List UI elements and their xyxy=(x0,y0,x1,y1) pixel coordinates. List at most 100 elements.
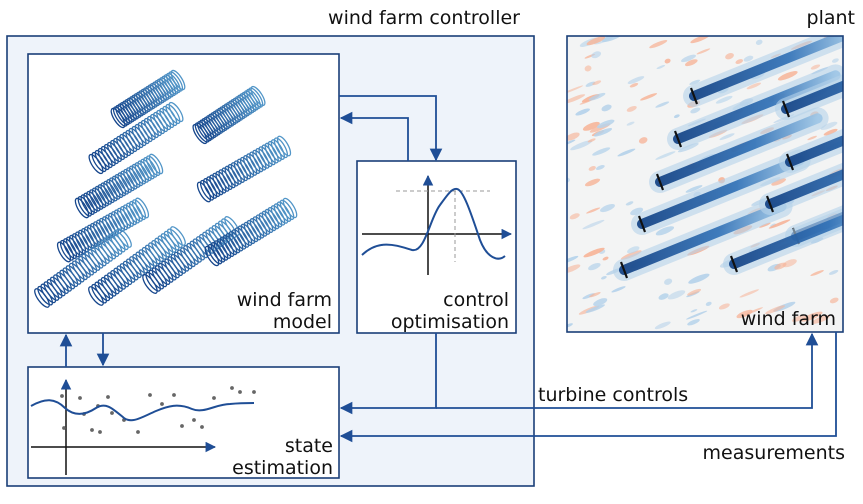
flow-speck xyxy=(602,256,609,261)
wake-coil xyxy=(110,69,186,129)
flow-speck xyxy=(567,132,580,141)
flow-speck xyxy=(567,323,573,329)
turbine xyxy=(723,208,843,275)
flow-speck xyxy=(627,246,640,254)
turbine xyxy=(631,149,811,235)
flow-speck xyxy=(583,247,605,258)
flow-speck xyxy=(725,53,734,60)
flow-speck xyxy=(686,310,708,320)
measurement-point xyxy=(110,411,114,415)
measurement-point xyxy=(106,395,110,399)
flow-speck xyxy=(596,119,615,129)
flow-speck xyxy=(685,59,698,67)
measurement-point xyxy=(180,424,184,428)
turbine-rotor xyxy=(655,173,665,191)
state-estimation-block: state estimation xyxy=(27,366,340,479)
flow-speck xyxy=(739,289,759,298)
flow-speck xyxy=(743,55,754,62)
vortex-wake-models xyxy=(34,69,298,308)
flow-speck xyxy=(654,321,671,330)
flow-speck xyxy=(600,204,615,213)
optimisation-label-line2: optimisation xyxy=(391,311,509,333)
flow-speck xyxy=(582,121,600,131)
flow-speck xyxy=(685,185,703,193)
turbine-rotor xyxy=(689,87,699,105)
optimisation-box xyxy=(356,160,517,334)
signal-arrows xyxy=(59,95,837,443)
flow-speck xyxy=(801,311,823,322)
optimisation-plot xyxy=(361,174,513,275)
flow-speck xyxy=(759,222,771,228)
flow-speck xyxy=(588,92,606,101)
flow-speck xyxy=(690,107,701,114)
measurement-point xyxy=(160,402,164,406)
flow-speck xyxy=(567,139,576,146)
flow-speck xyxy=(687,288,702,296)
turbine-rotor xyxy=(619,261,629,279)
flow-speck xyxy=(592,80,602,86)
estimation-label-line2: estimation xyxy=(232,457,333,479)
estimation-box xyxy=(27,366,340,479)
flow-speck xyxy=(811,315,830,324)
flow-speck xyxy=(588,165,596,171)
turbine xyxy=(613,195,793,281)
flow-speck xyxy=(677,143,699,153)
flow-speck xyxy=(567,85,584,95)
flow-speck xyxy=(664,58,671,64)
measurements-arrow xyxy=(339,332,837,443)
flow-speck xyxy=(587,138,596,143)
flow-speck xyxy=(658,293,669,300)
flow-speck xyxy=(655,151,676,160)
flow-speck xyxy=(592,147,611,156)
turbine-rotor xyxy=(781,100,791,118)
flow-speck xyxy=(638,137,648,144)
measurements-label: measurements xyxy=(703,442,845,464)
flow-speck xyxy=(584,65,592,72)
flow-speck xyxy=(627,76,645,84)
flow-speck xyxy=(810,270,824,276)
turbine-rotor xyxy=(673,130,683,148)
flow-speck xyxy=(630,207,644,216)
measurement-point xyxy=(60,394,64,398)
flow-speck xyxy=(595,164,605,170)
flow-speck xyxy=(570,140,593,151)
flow-speck xyxy=(829,297,839,304)
flow-speck xyxy=(768,219,791,229)
flow-speck xyxy=(735,59,743,64)
turbine-rotor xyxy=(729,255,739,273)
turbine xyxy=(667,64,843,150)
flow-speck xyxy=(719,133,735,141)
wake-coil xyxy=(88,101,184,175)
plant-frame xyxy=(566,35,844,333)
flow-speck xyxy=(718,303,730,310)
flow-speck xyxy=(736,309,753,319)
turbine-controls-arrow xyxy=(436,332,819,409)
flow-speck xyxy=(626,121,635,126)
measurement-point xyxy=(98,430,102,434)
measurement-point xyxy=(172,393,176,397)
model-to-optimisation-arrow xyxy=(339,95,443,162)
measurement-point xyxy=(212,396,216,400)
wind-farm-model-block: wind farm model xyxy=(27,53,340,334)
flow-speck xyxy=(626,105,637,112)
optimisation-label-line1: control xyxy=(443,289,509,311)
model-label-line2: model xyxy=(273,311,332,333)
wake-coil xyxy=(196,135,292,203)
flow-speck xyxy=(664,278,673,285)
measurement-point xyxy=(78,396,82,400)
flow-speck xyxy=(774,262,787,270)
flow-speck xyxy=(629,82,639,88)
flow-speck xyxy=(589,291,601,298)
flow-speck xyxy=(687,319,700,326)
flow-speck xyxy=(715,95,733,104)
plant-label: wind farm xyxy=(741,308,836,330)
measurement-point xyxy=(230,386,234,390)
flow-speck xyxy=(585,178,601,187)
wake-coil xyxy=(204,197,298,267)
flow-speck xyxy=(582,219,605,230)
measurement-point xyxy=(62,426,66,430)
flow-speck xyxy=(656,64,666,70)
measurement-point xyxy=(200,425,204,429)
turbine xyxy=(683,36,843,107)
